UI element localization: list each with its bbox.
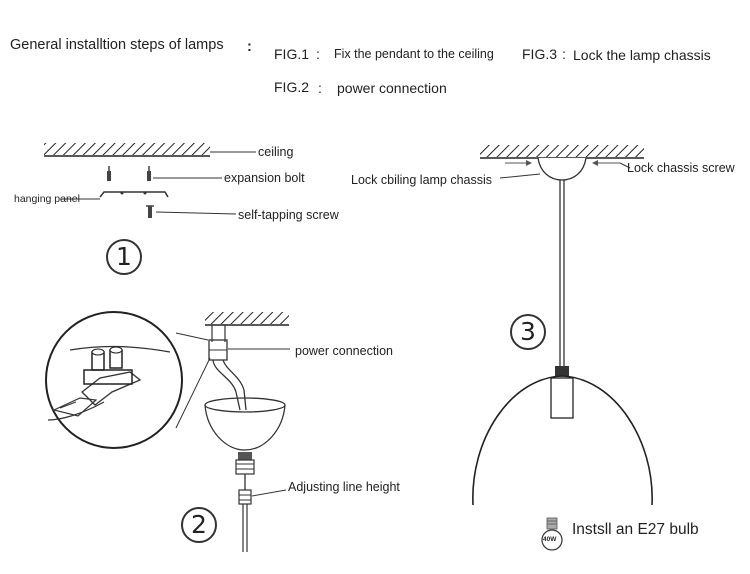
bulb-note: Instsll an E27 bulb [572, 521, 699, 538]
step-number-1: 1 [106, 239, 142, 275]
fig3-canopy [499, 157, 631, 181]
hanging-panel-label: hanging panel [14, 193, 80, 205]
bulb-icon [541, 517, 563, 551]
fig1-separator: : [316, 46, 320, 62]
fig1-self-tapping-screw [146, 205, 237, 218]
lock-ceiling-chassis-label: Lock cbiling lamp chassis [351, 173, 493, 187]
fig2-ceiling [205, 312, 289, 326]
fig2-separator: : [318, 80, 322, 96]
fig2-cord-adjuster [235, 452, 287, 552]
fig1-description: Fix the pendant to the ceiling [334, 47, 494, 61]
fig3-ceiling [480, 145, 644, 159]
fig3-cord [555, 180, 569, 376]
fig3-separator: : [562, 46, 566, 62]
fig3-dome-shade [472, 375, 653, 506]
fig3-description: Lock the lamp chassis [573, 47, 711, 63]
self-tapping-screw-label: self-tapping screw [238, 208, 339, 222]
ceiling-label: ceiling [258, 145, 294, 159]
fig1-label: FIG.1 [274, 46, 310, 62]
bulb-watt-label: 40W [543, 536, 557, 543]
fig2-wires [208, 325, 290, 411]
power-connection-label: power connection [295, 344, 393, 358]
expansion-bolt-label: expansion bolt [224, 171, 305, 185]
fig1-hanging-panel [60, 191, 169, 200]
fig2-canopy [204, 397, 286, 451]
lock-chassis-screw-label: Lock chassis screw [627, 161, 735, 175]
fig2-description: power connection [337, 80, 447, 96]
step-number-3: 3 [510, 314, 546, 350]
fig3-label: FIG.3 [522, 46, 558, 62]
adjusting-line-height-label: Adjusting line height [288, 480, 400, 494]
fig1-ceiling [44, 143, 256, 157]
fig1-expansion-bolts [107, 166, 222, 181]
header-colon: : [247, 39, 252, 55]
header-title: General installtion steps of lamps [10, 37, 224, 53]
step-number-2: 2 [181, 507, 217, 543]
fig2-label: FIG.2 [274, 79, 310, 95]
fig2-terminal-block-zoom [45, 311, 211, 449]
